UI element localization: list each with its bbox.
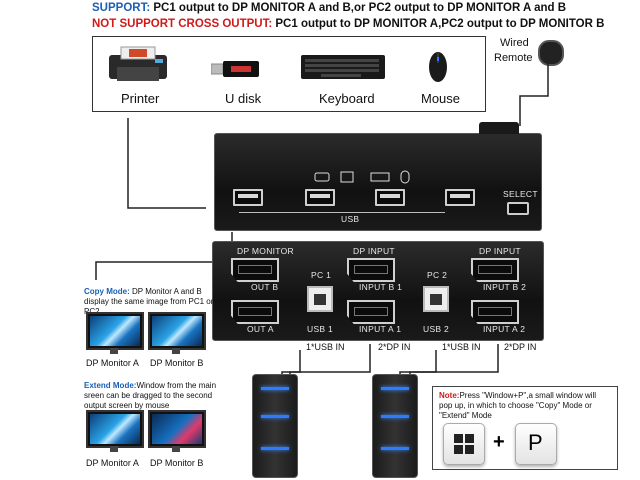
pc2-tower-icon (372, 374, 418, 478)
usb-label: USB (341, 214, 359, 224)
monitor-a-label-2: DP Monitor A (86, 458, 139, 468)
select-label: SELECT (503, 189, 538, 199)
dp-in-label-2: 2*DP IN (504, 342, 536, 352)
switch-front-panel: USB SELECT (214, 133, 542, 231)
monitor-b-label-2: DP Monitor B (150, 458, 203, 468)
usb2-label: USB 2 (423, 324, 449, 334)
input-b2-label: INPUT B 2 (483, 282, 526, 292)
usb-b-port-1 (307, 286, 333, 312)
select-button[interactable] (507, 202, 529, 215)
pc1-tower-icon (252, 374, 298, 478)
dp-port-input-b1 (347, 258, 395, 282)
usb-b-port-2 (423, 286, 449, 312)
pc1-label: PC 1 (311, 270, 331, 280)
usb-port-front-4 (445, 189, 475, 206)
monitor-b-copy (148, 312, 206, 350)
note-text: Press "Window+P",a small window will pop… (439, 391, 596, 420)
extend-mode-key: Extend Mode: (84, 381, 136, 390)
input-b1-label: INPUT B 1 (359, 282, 402, 292)
windows-logo-icon (444, 424, 484, 464)
remote-port (479, 122, 519, 134)
dp-port-out-b (231, 258, 279, 282)
note-caption: Note:Press "Window+P",a small window wil… (439, 391, 611, 421)
usb-port-front-2 (305, 189, 335, 206)
monitor-a-label-1: DP Monitor A (86, 358, 139, 368)
usb-port-front-3 (375, 189, 405, 206)
monitor-a-copy (86, 312, 144, 350)
out-a-label: OUT A (247, 324, 274, 334)
dp-input-label-2: DP INPUT (479, 246, 521, 256)
plus-sign: + (493, 431, 505, 454)
copy-mode-key: Copy Mode: (84, 287, 130, 296)
usb-in-label-1: 1*USB IN (306, 342, 345, 352)
usb-in-label-2: 1*USB IN (442, 342, 481, 352)
dp-port-out-a (231, 300, 279, 324)
note-box: Note:Press "Window+P",a small window wil… (432, 386, 618, 470)
monitor-b-label-1: DP Monitor B (150, 358, 203, 368)
usb1-label: USB 1 (307, 324, 333, 334)
input-a2-label: INPUT A 2 (483, 324, 525, 334)
p-key: P (515, 423, 557, 465)
extend-mode-caption: Extend Mode:Window from the main sreen c… (84, 381, 224, 411)
dp-port-input-a1 (347, 300, 395, 324)
switch-back-panel: DP MONITOR DP INPUT DP INPUT OUT B OUT A… (212, 241, 544, 341)
dp-in-label-1: 2*DP IN (378, 342, 410, 352)
pc2-label: PC 2 (427, 270, 447, 280)
dp-input-label-1: DP INPUT (353, 246, 395, 256)
p-key-label: P (528, 430, 543, 456)
input-a1-label: INPUT A 1 (359, 324, 401, 334)
dp-port-input-a2 (471, 300, 519, 324)
dp-monitor-label: DP MONITOR (237, 246, 294, 256)
usb-bracket-line (239, 212, 445, 213)
dp-port-input-b2 (471, 258, 519, 282)
note-key: Note: (439, 391, 459, 400)
windows-key (443, 423, 485, 465)
usb-port-front-1 (233, 189, 263, 206)
usb-device-icons (311, 170, 421, 184)
monitor-b-extend (148, 410, 206, 448)
monitor-a-extend (86, 410, 144, 448)
out-b-label: OUT B (251, 282, 278, 292)
